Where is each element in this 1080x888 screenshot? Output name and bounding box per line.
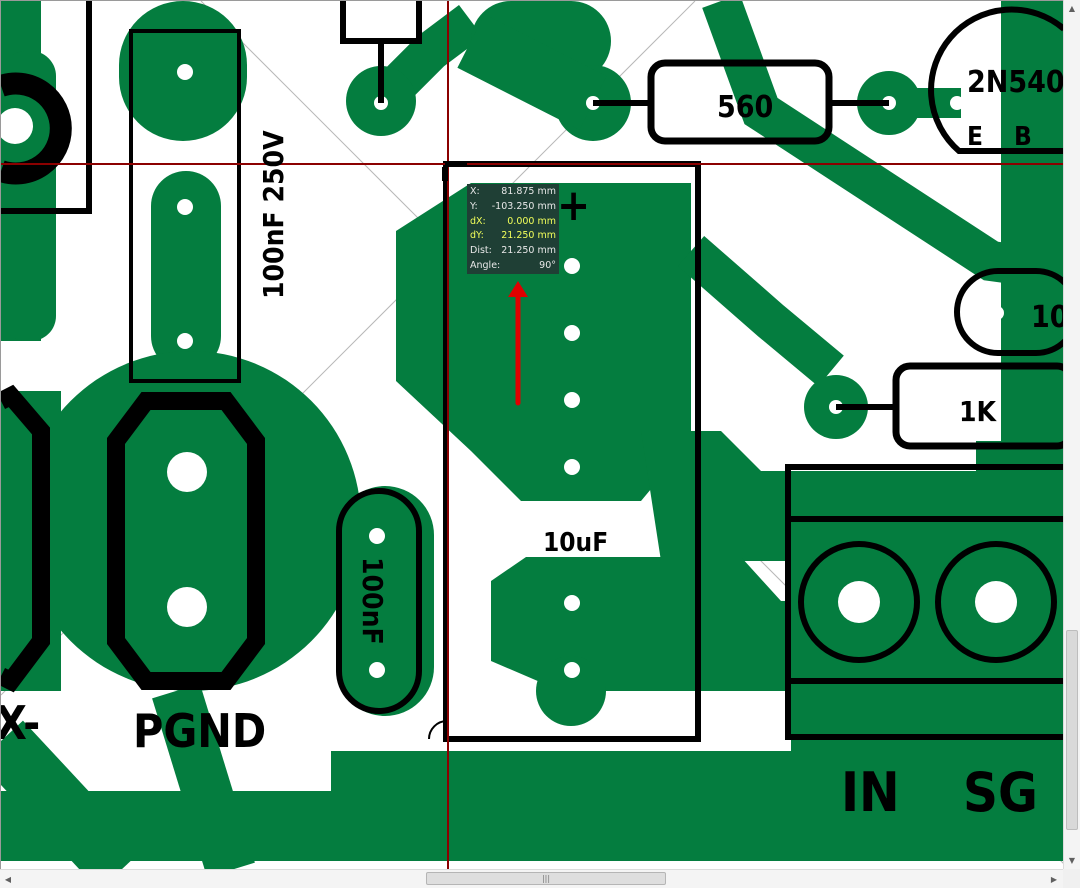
ruler-arrow [508,281,528,406]
scroll-up-icon[interactable]: ▲ [1068,3,1076,13]
readout-x-label: X: [470,186,480,197]
scroll-left-icon[interactable]: ◀ [4,874,12,884]
label-res-partial: 10 [1031,300,1063,335]
readout-angle-label: Angle: [470,259,501,271]
readout-dy-row: dY: 21.250 mm [470,229,556,244]
measurement-readout: X: 81.875 mm Y: -103.250 mm dX: 0.000 mm… [467,184,559,274]
readout-dy-value: 21.250 mm [501,230,556,242]
silkscreen [1,1,1063,742]
label-sg: SG [963,761,1038,824]
label-pin-e: E [967,122,983,152]
scroll-down-icon[interactable]: ▼ [1068,855,1076,865]
label-560: 560 [717,90,773,125]
horizontal-scroll-thumb[interactable]: ||| [426,872,666,885]
readout-y-label: Y: [470,200,478,212]
readout-dist-label: Dist: [470,245,492,257]
label-transistor: 2N540 [967,65,1063,100]
readout-y-value: -103.250 mm [491,200,556,212]
pcb-drawing: 100nF 250V 100nF 10uF 560 1K 2N540 E B 1… [1,1,1063,869]
label-pin-b: B [1014,122,1032,152]
readout-angle-row: Angle: 90° [470,259,556,274]
vertical-scroll-thumb[interactable] [1066,630,1078,830]
copper-layer [1,1,1063,869]
label-100nf-250v: 100nF 250V [257,130,290,299]
readout-dx-label: dX: [470,215,486,227]
readout-x-value: 81.875 mm [501,186,556,197]
readout-x-row: X: 81.875 mm [470,185,556,200]
label-1k: 1K [959,395,998,428]
readout-y-row: Y: -103.250 mm [470,200,556,215]
readout-dx-value: 0.000 mm [507,215,556,227]
scrollbar-corner [1063,869,1080,888]
scroll-right-icon[interactable]: ▶ [1050,874,1058,884]
crosshair [1,1,1063,869]
pad-holes [1,64,1017,678]
readout-dy-label: dY: [470,230,484,242]
label-in: IN [841,761,900,824]
grip-icon: ||| [541,874,551,883]
pcb-canvas[interactable]: 100nF 250V 100nF 10uF 560 1K 2N540 E B 1… [0,0,1063,869]
readout-dist-value: 21.250 mm [501,245,556,257]
label-10uf: 10uF [543,528,608,558]
readout-dist-row: Dist: 21.250 mm [470,244,556,259]
readout-dx-row: dX: 0.000 mm [470,215,556,230]
label-pgnd: PGND [133,704,266,758]
vertical-scrollbar[interactable]: ▲ ▼ [1063,0,1080,869]
horizontal-scrollbar[interactable]: ◀ ||| ▶ [0,869,1063,888]
label-100nf: 100nF [356,557,389,645]
polarity-plus: + [557,180,590,231]
label-partial-left: X- [1,696,40,750]
readout-angle-value: 90° [539,259,556,271]
